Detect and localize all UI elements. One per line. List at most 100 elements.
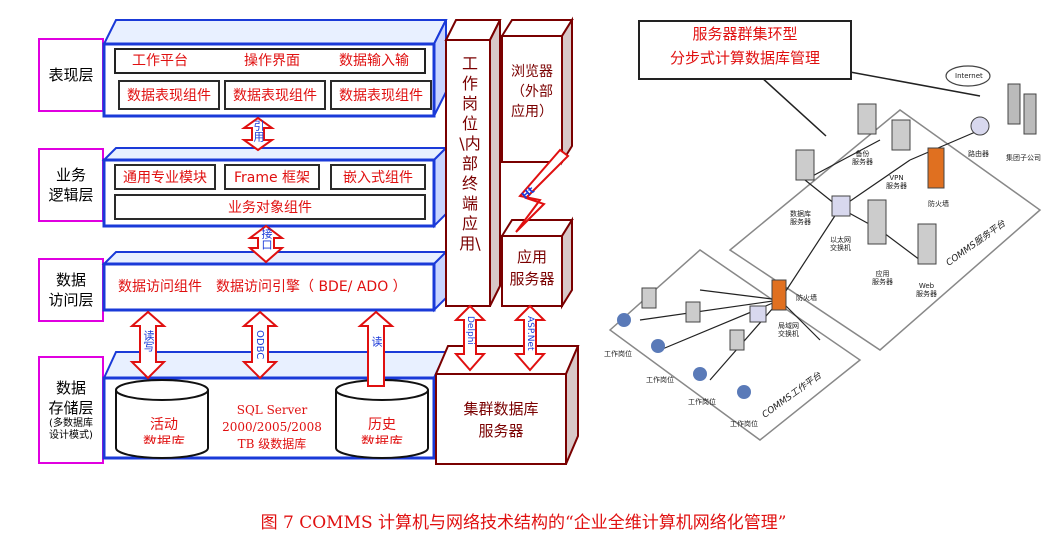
firewall-icon <box>927 147 945 189</box>
arrow-read-write <box>129 310 167 380</box>
component-label: 数据表现组件 <box>127 88 211 104</box>
column-label: 应用） <box>511 104 553 120</box>
net-label-text: 服务器 <box>886 182 907 190</box>
net-label-text: 局域网 <box>778 322 799 330</box>
net-label-text: VPN <box>889 174 904 182</box>
switch-icon <box>831 195 851 217</box>
computer-icon <box>685 301 701 323</box>
net-label-text: 服务器 <box>790 218 811 226</box>
net-label-text: 工作岗位 <box>730 420 758 428</box>
router-icon <box>970 116 990 136</box>
sql-server-text: SQL Server 2000/2005/2008 TB 级数据库 <box>210 402 334 453</box>
arrow-label: Delphi <box>465 316 475 345</box>
cylinder-label-line: 活动 <box>150 417 178 433</box>
arrow-label: ASP.Net <box>525 316 535 351</box>
row-frame <box>114 48 426 74</box>
net-label: 工作岗位 <box>730 420 758 428</box>
workstation-text: 工作岗位\内部终端应用\ <box>458 54 482 254</box>
module-label: 工作平台 <box>132 53 188 69</box>
net-label: 数据库服务器 <box>790 210 811 226</box>
net-label: 工作岗位 <box>604 350 632 358</box>
module-label: Frame 框架 <box>233 170 311 186</box>
arrow-aspnet <box>513 304 547 372</box>
figure-caption: 图 7 COMMS 计算机与网络技术结构的“企业全维计算机网络化管理” <box>0 508 1047 533</box>
cluster-db-text: 集群数据库 服务器 <box>436 398 566 442</box>
column-label: 服务器 <box>509 270 555 288</box>
net-label-text: 数据库 <box>790 210 811 218</box>
user-icon <box>737 385 751 399</box>
slab-top <box>102 19 448 45</box>
net-label: 路由器 <box>968 150 989 158</box>
net-label: 防火墙 <box>796 294 817 302</box>
column-label: 浏览器 <box>511 64 553 80</box>
layer-label-business: 业务 逻辑层 <box>38 148 104 222</box>
column-label: （外部 <box>511 84 553 100</box>
caption-text: 图 7 COMMS 计算机与网络技术结构的“企业全维计算机网络化管理” <box>260 513 787 533</box>
server-tower-icon <box>891 119 911 151</box>
sql-line: TB 级数据库 <box>237 437 307 451</box>
network-diagram <box>608 65 1042 441</box>
module-label: 操作界面 <box>244 53 300 69</box>
server-tower-icon <box>867 199 887 245</box>
net-label-text: 防火墙 <box>928 200 949 208</box>
net-label: 以太网交换机 <box>830 236 851 252</box>
layer-label-text: 数据 <box>55 379 86 397</box>
access-text: 数据访问组件 数据访问引擎（ BDE/ ADO ） <box>118 276 430 296</box>
arrow-label: 引用 <box>252 120 265 142</box>
net-label-text: 集团子公司 <box>1006 154 1041 162</box>
database-cylinder-active <box>115 379 209 459</box>
cylinder-label-line: 数据库 <box>361 435 403 444</box>
arrow-label-odbc: ODBC <box>254 330 265 359</box>
net-label-text: 服务器 <box>852 158 873 166</box>
arrow-label-read: 读 <box>370 336 383 347</box>
database-cylinder-history <box>335 379 429 459</box>
net-label-text: 服务器 <box>916 290 937 298</box>
cylinder-label-line: 历史 <box>368 417 396 433</box>
layer-label-text: 存储层 <box>48 399 94 417</box>
arrow-label-rw: 读写 <box>142 330 155 352</box>
callout-line: 服务器群集环型 <box>692 25 798 43</box>
module-box: 嵌入式组件 <box>330 164 426 190</box>
arrow-label-asp: ASP.Net <box>525 316 535 351</box>
net-label-text: 交换机 <box>830 244 851 252</box>
module-box: Frame 框架 <box>224 164 320 190</box>
arrow-label: 读 <box>370 336 383 347</box>
user-icon <box>693 367 707 381</box>
lightning-bolt-icon <box>515 148 570 233</box>
arrow-label: 接口 <box>260 228 273 250</box>
net-label: 工作岗位 <box>646 376 674 384</box>
column-label: 工作岗位\内部终端应用\ <box>459 54 481 253</box>
firewall-icon <box>771 279 787 311</box>
module-label: 嵌入式组件 <box>343 170 413 186</box>
layer-label-text: 逻辑层 <box>48 186 94 204</box>
layer-label-storage: 数据 存储层 (多数据库 设计模式) <box>38 356 104 464</box>
module-label: 数据输入输 <box>339 53 409 69</box>
layer-label-text: 表现层 <box>48 66 94 84</box>
server-tower-icon <box>1023 93 1037 135</box>
server-tower-icon <box>795 149 815 181</box>
cylinder-label-line: 数据库 <box>143 435 185 444</box>
net-label-text: 工作岗位 <box>688 398 716 406</box>
cylinder-label: 历史 数据库 <box>358 416 406 444</box>
app-server-text: 应用 服务器 <box>502 246 562 290</box>
net-label-text: 以太网 <box>830 236 851 244</box>
arrow-interface <box>247 224 285 264</box>
module-box: 数据输入输 <box>326 50 422 70</box>
computer-icon <box>641 287 657 309</box>
net-label-text: Web <box>918 282 935 290</box>
callout-box: 服务器群集环型 分步式计算数据库管理 <box>638 20 852 80</box>
column-label: 应用 <box>516 248 547 266</box>
arrow-odbc <box>241 310 279 380</box>
server-tower-icon <box>917 223 937 265</box>
net-label: 工作岗位 <box>688 398 716 406</box>
arrow-read <box>357 310 395 387</box>
slab-front <box>102 262 436 312</box>
arrow-label-iface: 接口 <box>260 228 273 250</box>
layer-label-presentation: 表现层 <box>38 38 104 112</box>
server-tower-icon <box>1007 83 1021 125</box>
module-label: 通用专业模块 <box>123 170 207 186</box>
module-box: 业务对象组件 <box>114 194 426 220</box>
component-box: 数据表现组件 <box>330 80 432 110</box>
column-label: 服务器 <box>478 422 524 440</box>
